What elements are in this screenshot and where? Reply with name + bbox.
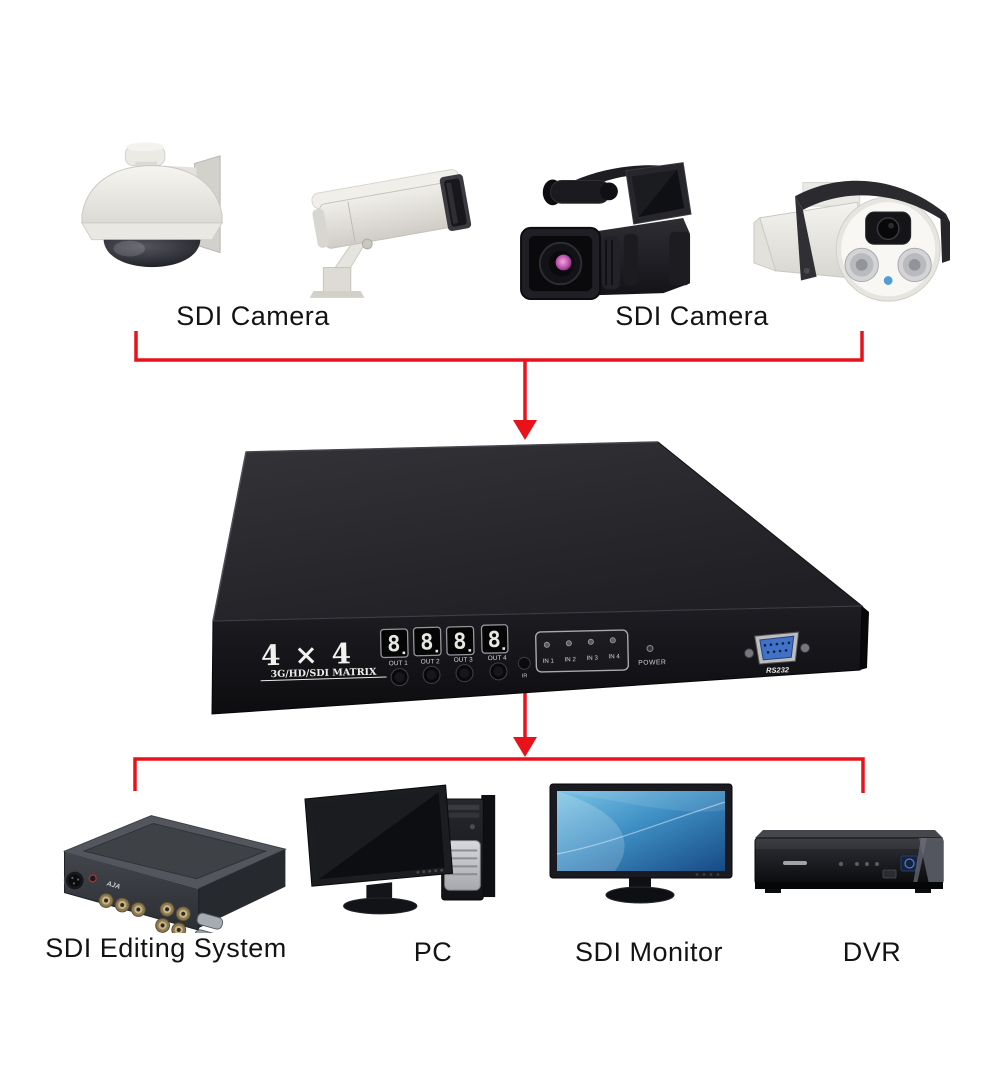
output-displays: 8 8 8 8 — [379, 624, 509, 659]
bnc-connectors — [98, 893, 191, 933]
glass-highlight — [113, 240, 146, 257]
bottom-arrowhead — [513, 737, 537, 757]
in-label-1: IN 1 — [543, 658, 555, 665]
front-buttons — [838, 861, 879, 867]
ir-label: IR — [522, 673, 528, 679]
dvr-top-face — [755, 830, 943, 838]
display-digit-1: 8 — [387, 632, 401, 657]
housing-camera — [309, 169, 472, 298]
brand-logo-mark — [783, 861, 807, 865]
chassis-right-face — [860, 606, 869, 670]
rs232-label: RS232 — [766, 665, 790, 675]
side-grip — [669, 231, 691, 286]
dvr-label: DVR — [842, 937, 902, 967]
mount-foot — [309, 291, 365, 298]
pc-label: PC — [413, 937, 453, 967]
in-label-4: IN 4 — [608, 653, 620, 660]
sdi-monitor-label: SDI Monitor — [574, 937, 724, 967]
dome-hat — [81, 165, 223, 224]
ir-bullet-camera — [753, 180, 950, 302]
power-label: POWER — [638, 659, 666, 667]
top-arrowhead — [513, 420, 537, 440]
dvr — [754, 830, 944, 893]
out-label-3: OUT 3 — [454, 656, 474, 663]
dome-skirt — [81, 222, 223, 241]
ir-receiver — [517, 656, 531, 670]
sun-visor — [795, 180, 950, 226]
display-window — [882, 869, 897, 879]
right-accent — [919, 838, 943, 884]
camera-label-right: SDI Camera — [615, 301, 769, 331]
screen-swoosh — [557, 791, 625, 871]
front-connectors: AJA — [63, 869, 224, 933]
in-indicator-box — [535, 629, 630, 673]
sdi-editing-system: AJA — [62, 815, 287, 933]
in-label-3: IN 3 — [586, 655, 598, 662]
in-led-4 — [609, 637, 616, 644]
brand-mark: AJA — [105, 880, 121, 891]
dsub-connector-2 — [194, 929, 219, 933]
zoom-ring — [602, 235, 620, 290]
in-leds — [543, 637, 616, 648]
box-top-inset — [82, 823, 268, 880]
adjust-knob — [361, 238, 373, 250]
monitor-base — [605, 886, 675, 904]
in-label-2: IN 2 — [564, 656, 576, 663]
bezel-buttons — [416, 868, 444, 874]
bezel-buttons — [695, 873, 720, 876]
dvr-base — [755, 882, 943, 889]
out-label-2: OUT 2 — [421, 658, 441, 665]
pc — [304, 784, 496, 915]
chassis-top-face — [212, 441, 864, 622]
editing-system-label: SDI Editing System — [45, 933, 287, 963]
bottom-bracket-line — [133, 757, 865, 793]
matrix-subtitle: 3G/HD/SDI MATRIX — [270, 667, 377, 680]
tower-side — [481, 794, 496, 898]
in-led-2 — [565, 640, 572, 647]
screen-gloss — [311, 792, 439, 880]
front-panel: 4 × 4 3G/HD/SDI MATRIX 8 8 8 8 OUT 1 — [260, 624, 811, 687]
lcd-screen — [631, 169, 685, 218]
out-buttons — [390, 662, 508, 687]
display-digit-2: 8 — [420, 630, 434, 655]
box-right-face — [198, 849, 286, 929]
status-dot — [883, 276, 893, 285]
out-label-1: OUT 1 — [389, 660, 409, 667]
tower-power-button — [469, 824, 475, 830]
visor-arm-right — [940, 210, 950, 263]
out-labels: OUT 1 OUT 2 OUT 3 OUT 4 — [389, 655, 508, 668]
rs232-connector: RS232 — [744, 631, 811, 675]
power-led — [646, 644, 654, 652]
rear-cap — [312, 208, 330, 248]
monitor-screen — [311, 792, 445, 880]
bd-badge — [900, 855, 919, 872]
out-label-4: OUT 4 — [488, 655, 508, 662]
lens-glint — [555, 254, 572, 271]
in-labels: IN 1 IN 2 IN 3 IN 4 — [543, 653, 621, 665]
sdi-matrix-device: 4 × 4 3G/HD/SDI MATRIX 8 8 8 8 OUT 1 — [211, 441, 869, 715]
sdi-monitor — [549, 783, 733, 904]
top-bracket-line — [134, 331, 864, 362]
display-digit-4: 8 — [487, 628, 501, 653]
dome-camera — [81, 142, 223, 268]
professional-camcorder — [520, 162, 692, 301]
in-led-3 — [587, 638, 594, 645]
monitor-base — [343, 897, 418, 915]
mount-plate — [322, 267, 352, 296]
visor-arm-left — [795, 196, 817, 281]
rca-connector — [88, 874, 97, 883]
camera-label-left: SDI Camera — [176, 301, 330, 331]
in-led-1 — [543, 641, 550, 648]
display-digit-3: 8 — [453, 630, 467, 655]
dome-glass — [103, 239, 201, 268]
matrix-title: 4 × 4 — [261, 637, 354, 672]
lens — [876, 217, 900, 241]
dsub-connector-1 — [196, 912, 224, 930]
front-glass — [444, 178, 467, 227]
